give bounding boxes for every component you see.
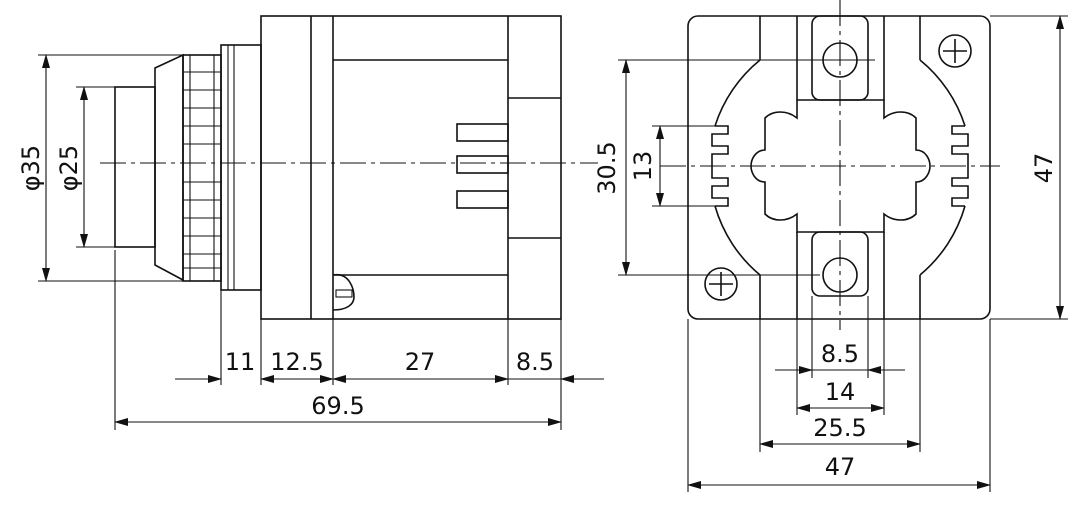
dim-8-5-side: 8.5 bbox=[508, 348, 604, 383]
dim-label-dia25: φ25 bbox=[55, 145, 83, 191]
dim-label-47-vertical: 47 bbox=[1030, 153, 1058, 184]
dim-25-5: 25.5 bbox=[759, 414, 921, 448]
front-circular-contour bbox=[711, 59, 969, 276]
screw-top-right-icon bbox=[938, 34, 972, 68]
dim-47-vertical: 47 bbox=[990, 15, 1068, 320]
dim-label-69-5: 69.5 bbox=[311, 392, 364, 420]
dim-label-12-5: 12.5 bbox=[270, 348, 323, 376]
dim-14: 14 bbox=[796, 378, 885, 412]
dim-13: 13 bbox=[629, 125, 715, 207]
dim-label-14: 14 bbox=[825, 378, 856, 406]
panel-flange bbox=[220, 44, 262, 291]
dim-label-27: 27 bbox=[405, 348, 436, 376]
terminal-pins bbox=[456, 123, 509, 209]
dim-label-dia35: φ35 bbox=[17, 145, 45, 191]
dim-label-8-5-side: 8.5 bbox=[516, 348, 554, 376]
dim-47-horizontal: 47 bbox=[687, 453, 991, 489]
dim-label-25-5: 25.5 bbox=[813, 414, 866, 442]
front-inner-body bbox=[750, 99, 931, 233]
dim-30-5: 30.5 bbox=[593, 59, 875, 276]
dim-diameter-25: φ25 bbox=[55, 86, 115, 248]
button-lens bbox=[114, 53, 184, 282]
front-view: 30.5 13 47 bbox=[593, 0, 1068, 492]
bottom-mount-slot bbox=[811, 231, 869, 297]
dim-69-5: 69.5 bbox=[114, 392, 562, 426]
dim-label-47-horizontal: 47 bbox=[825, 453, 856, 481]
side-view: φ35 φ25 11 12.5 bbox=[17, 15, 604, 430]
switch-housing bbox=[260, 15, 562, 320]
side-extension-lines bbox=[114, 250, 562, 430]
dim-label-30-5: 30.5 bbox=[593, 141, 621, 194]
front-extension-lines bbox=[687, 296, 991, 492]
dim-label-13: 13 bbox=[629, 151, 657, 182]
knurled-ring bbox=[182, 54, 222, 282]
dim-27: 27 bbox=[332, 348, 509, 383]
dim-11: 11 bbox=[175, 348, 256, 383]
dim-label-8-5-front: 8.5 bbox=[821, 340, 859, 368]
screw-bottom-left-icon bbox=[704, 267, 738, 301]
dim-8-5-front: 8.5 bbox=[775, 340, 905, 374]
dim-label-11: 11 bbox=[225, 348, 256, 376]
dim-12-5: 12.5 bbox=[260, 348, 334, 383]
dim-diameter-35: φ35 bbox=[17, 54, 183, 282]
